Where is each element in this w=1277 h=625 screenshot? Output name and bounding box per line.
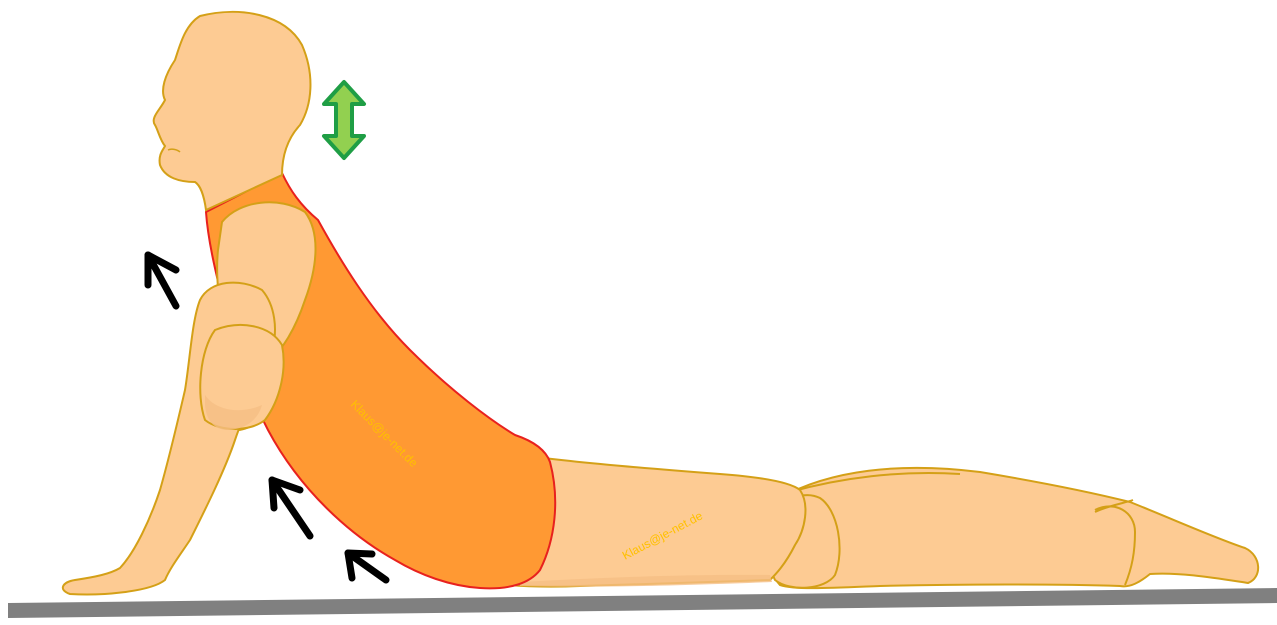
arrow-up-left-icon (272, 480, 310, 536)
floor (8, 588, 1277, 618)
arrow-up-left-icon (348, 553, 386, 580)
arrow-up-left-icon (148, 255, 176, 306)
head (154, 12, 311, 210)
lower-leg (768, 468, 1259, 588)
double-arrow-vertical-icon (324, 82, 364, 158)
